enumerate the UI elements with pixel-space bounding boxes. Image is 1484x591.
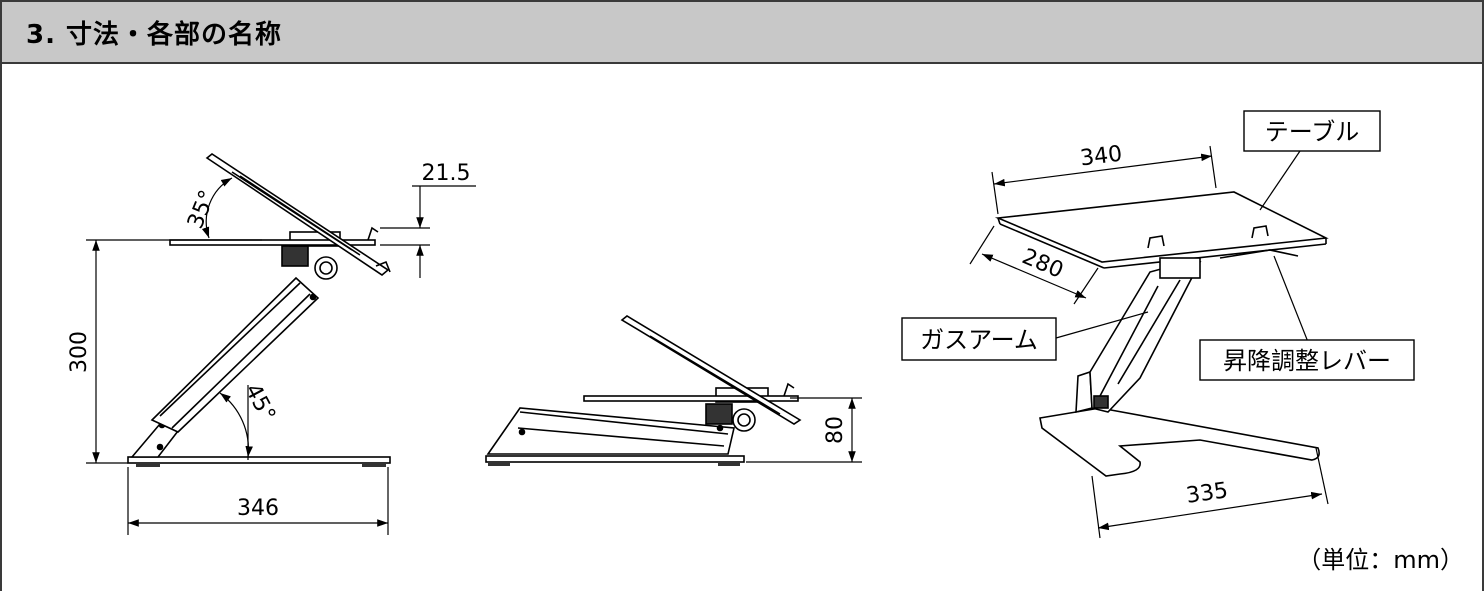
isometric-view (994, 191, 1329, 477)
label-table: テーブル (1243, 110, 1381, 152)
label-lever-text: 昇降調整レバー (1223, 347, 1391, 375)
side-view-folded (485, 315, 802, 466)
dim-angle-arm: 45° (240, 380, 280, 426)
label-lever: 昇降調整レバー (1199, 339, 1415, 381)
label-gas-arm: ガスアーム (901, 317, 1057, 361)
dim-lines-iso (969, 145, 1329, 539)
label-table-text: テーブル (1265, 118, 1360, 146)
side-view-raised (127, 153, 391, 467)
dim-folded-height: 80 (823, 416, 848, 444)
label-gas-arm-text: ガスアーム (920, 326, 1038, 354)
section-header: 3. 寸法・各部の名称 (0, 0, 1484, 64)
dim-table-depth: 280 (1018, 244, 1066, 283)
dim-table-thickness: 21.5 (422, 161, 471, 186)
technical-drawing: 35° 21.5 300 45° 346 80 (67, 110, 1415, 539)
dim-base-depth: 335 (1185, 478, 1230, 509)
dim-lines-left (86, 177, 476, 535)
unit-note: （単位：mm） (1297, 546, 1464, 574)
dim-lines-folded (746, 397, 862, 463)
dim-table-width: 340 (1079, 142, 1124, 172)
dim-height: 300 (67, 331, 92, 373)
section-title: 3. 寸法・各部の名称 (26, 19, 283, 50)
dim-base-width: 346 (237, 496, 279, 521)
